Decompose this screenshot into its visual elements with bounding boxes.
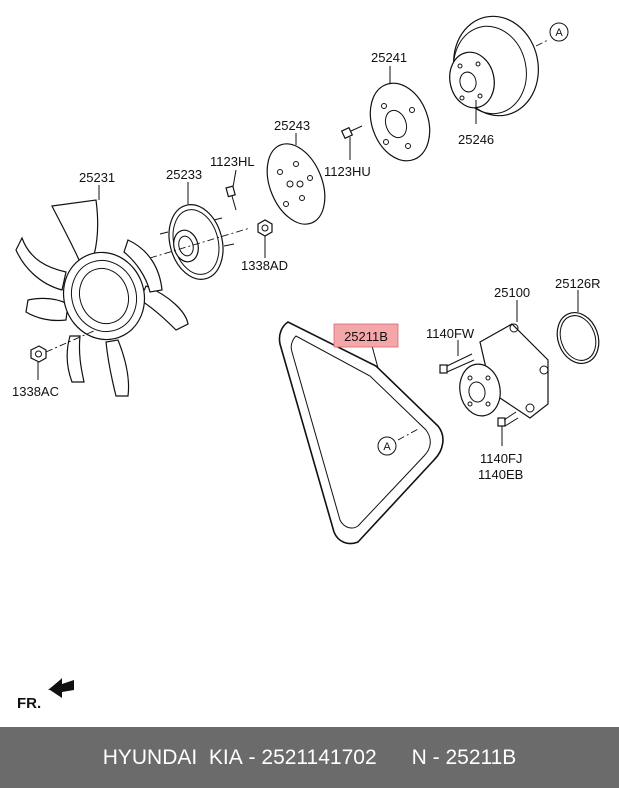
label-25231: 25231	[79, 170, 115, 185]
label-25233: 25233	[166, 167, 202, 182]
callout-a-belt: A	[377, 436, 397, 456]
fan-clutch	[149, 182, 251, 280]
nut-1338ac	[30, 329, 97, 380]
fr-label: FR.	[17, 695, 41, 712]
part-info-footer: HYUNDAI KIA - 2521141702 N - 25211B	[0, 727, 619, 788]
belt-label-highlight	[333, 323, 399, 348]
label-1140fj: 1140FJ	[480, 451, 522, 466]
bolt-1123hl	[225, 169, 237, 211]
label-25211b: 25211B	[344, 329, 388, 344]
front-direction-indicator: FR.	[17, 678, 74, 712]
label-25246: 25246	[458, 132, 494, 147]
bolt-1140fj	[497, 411, 519, 446]
gasket-25126r	[556, 290, 600, 364]
bolt-1140fw	[439, 340, 475, 374]
footer-brand: HYUNDAI KIA	[102, 745, 243, 769]
svg-text:A: A	[555, 27, 563, 39]
svg-text:A: A	[383, 441, 391, 453]
footer-gap	[377, 746, 412, 770]
parts-diagram: A A	[12, 15, 601, 712]
label-25126r: 25126R	[555, 276, 601, 291]
label-1140eb: 1140EB	[478, 467, 523, 482]
footer-part-number: 2521141702	[261, 745, 377, 769]
pulley-25246	[449, 15, 549, 124]
pulley-25241	[369, 66, 431, 162]
label-1140fw: 1140FW	[426, 326, 475, 341]
label-1338ad: 1338AD	[241, 258, 288, 273]
callout-a-top: A	[549, 22, 569, 42]
label-1123hl: 1123HL	[210, 154, 255, 169]
drive-belt	[278, 321, 444, 545]
label-25243: 25243	[274, 118, 310, 133]
label-25241: 25241	[371, 50, 407, 65]
spacer-plate	[266, 133, 326, 225]
label-1338ac: 1338AC	[12, 384, 59, 399]
nut-1338ad	[257, 219, 273, 258]
footer-catalog-number: N - 25211B	[411, 745, 517, 769]
label-1123hu: 1123HU	[324, 164, 371, 179]
cooling-fan	[15, 185, 189, 397]
water-pump	[459, 300, 549, 419]
footer-separator: -	[242, 745, 262, 769]
label-25100: 25100	[494, 285, 530, 300]
bolt-1123hu	[340, 125, 363, 160]
